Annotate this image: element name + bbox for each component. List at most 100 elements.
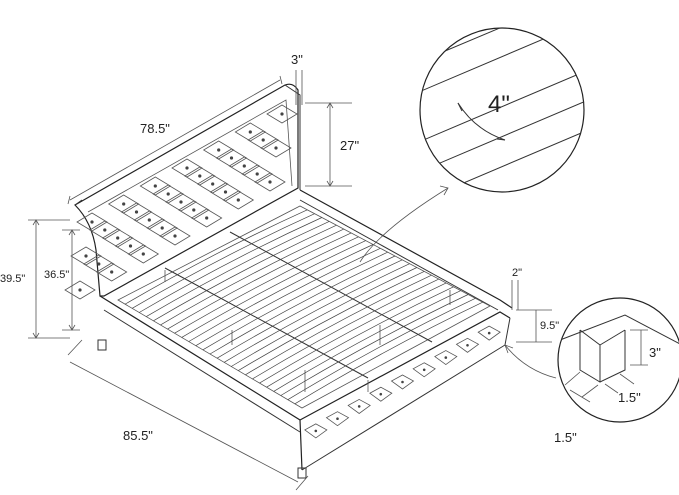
tuft-button [211, 182, 215, 186]
tuft-button [242, 164, 246, 168]
leg-height-label: 3" [649, 345, 661, 360]
tuft-button [280, 112, 284, 116]
slat [188, 244, 374, 342]
tuft-diamond [64, 280, 96, 300]
slat [181, 240, 366, 338]
foot-tuft-diamond [325, 411, 350, 427]
slat [266, 286, 454, 388]
tuft-button [274, 146, 278, 150]
slat-width-label: 4" [488, 91, 510, 118]
foot-tuft-diamond [434, 350, 458, 366]
slat [287, 297, 476, 400]
tuft-button [160, 226, 164, 230]
tuft-button [90, 220, 94, 224]
overall-length-label: 85.5" [123, 428, 153, 443]
tuft-button [141, 252, 145, 256]
tuft-diamond [190, 208, 223, 228]
rail-thickness-label: 2" [512, 267, 522, 279]
slat [259, 282, 447, 384]
slat [209, 255, 396, 355]
slat [160, 228, 344, 326]
headboard-tufting [64, 104, 298, 300]
slat [252, 278, 439, 380]
foot-tuft-diamond [412, 362, 436, 378]
foot-tuft-button [401, 380, 404, 384]
foot-tuft-diamond [390, 374, 415, 390]
slat-detail-callout: 4" [359, 27, 585, 263]
tuft-button [261, 138, 265, 142]
headboard-height-above-rail-label: 27" [340, 138, 359, 153]
tuft-button [217, 148, 221, 152]
tuft-button [78, 288, 82, 292]
tuft-diamond [159, 226, 191, 246]
tuft-diamond [222, 190, 255, 210]
tuft-button [185, 166, 189, 170]
tuft-button [128, 244, 133, 248]
overall-length-dimension: 85.5" [67, 339, 309, 491]
foot-tuft-button [444, 356, 448, 359]
slat [224, 263, 410, 363]
foot-tuft-button [314, 429, 318, 433]
tuft-button [198, 174, 202, 178]
tuft-button [110, 270, 114, 274]
slat [245, 274, 432, 376]
tuft-button [255, 172, 259, 176]
tuft-diamond [95, 262, 128, 282]
tuft-button [205, 216, 209, 220]
foot-tuft-diamond [477, 325, 501, 341]
slat [280, 294, 469, 396]
slat [202, 251, 388, 351]
slat [216, 259, 403, 359]
headboard-thickness-dimension: 3" [291, 52, 303, 105]
foot-tuft-button [466, 344, 469, 347]
tuft-button [134, 210, 139, 214]
foot-tuft-button [336, 417, 339, 421]
slats [124, 209, 483, 405]
tuft-button [147, 218, 151, 222]
leg-depth-label: 1.5" [618, 390, 641, 405]
slat [195, 247, 381, 347]
tuft-button [229, 156, 234, 160]
headboard-thickness-label: 3" [291, 52, 303, 67]
slat [273, 290, 461, 392]
tuft-button [153, 184, 157, 188]
headboard-height-above-rail-dimension: 27" [305, 102, 359, 187]
foot-tuft-button [379, 392, 383, 396]
tuft-button [97, 262, 101, 266]
foot-tuft-button [422, 368, 426, 372]
slat [132, 213, 315, 309]
slat [294, 301, 483, 405]
tuft-button [268, 180, 272, 184]
tuft-button [236, 198, 240, 202]
rail-height-dimension: 9.5" [516, 309, 559, 343]
slat [124, 209, 308, 305]
headboard-height-dimension: 36.5" [44, 229, 80, 331]
rail-height-label: 9.5" [540, 320, 559, 332]
footboard-tufting [304, 325, 501, 439]
slat [167, 232, 352, 330]
foot-tuft-button [357, 405, 361, 408]
total-height-label: 39.5" [0, 273, 25, 285]
slat [146, 221, 330, 317]
slat [231, 267, 418, 367]
tuft-button [223, 190, 228, 194]
foot-tuft-diamond [347, 398, 371, 414]
tuft-diamond [260, 138, 292, 158]
headboard-width-label: 78.5" [140, 121, 170, 136]
total-height-dimension: 39.5" [0, 219, 70, 339]
slat [139, 217, 323, 313]
tuft-button [192, 208, 196, 212]
bed-frame [97, 189, 513, 479]
slat [238, 271, 425, 371]
headboard [74, 83, 301, 297]
leg-width-label: 1.5" [554, 430, 577, 445]
tuft-button [103, 228, 107, 232]
tuft-button [116, 236, 120, 240]
tuft-button [173, 234, 177, 238]
slat [174, 236, 359, 334]
foot-tuft-diamond [369, 386, 393, 402]
tuft-button [122, 202, 126, 206]
headboard-width-dimension: 78.5" [67, 75, 283, 205]
tuft-button [84, 254, 88, 258]
